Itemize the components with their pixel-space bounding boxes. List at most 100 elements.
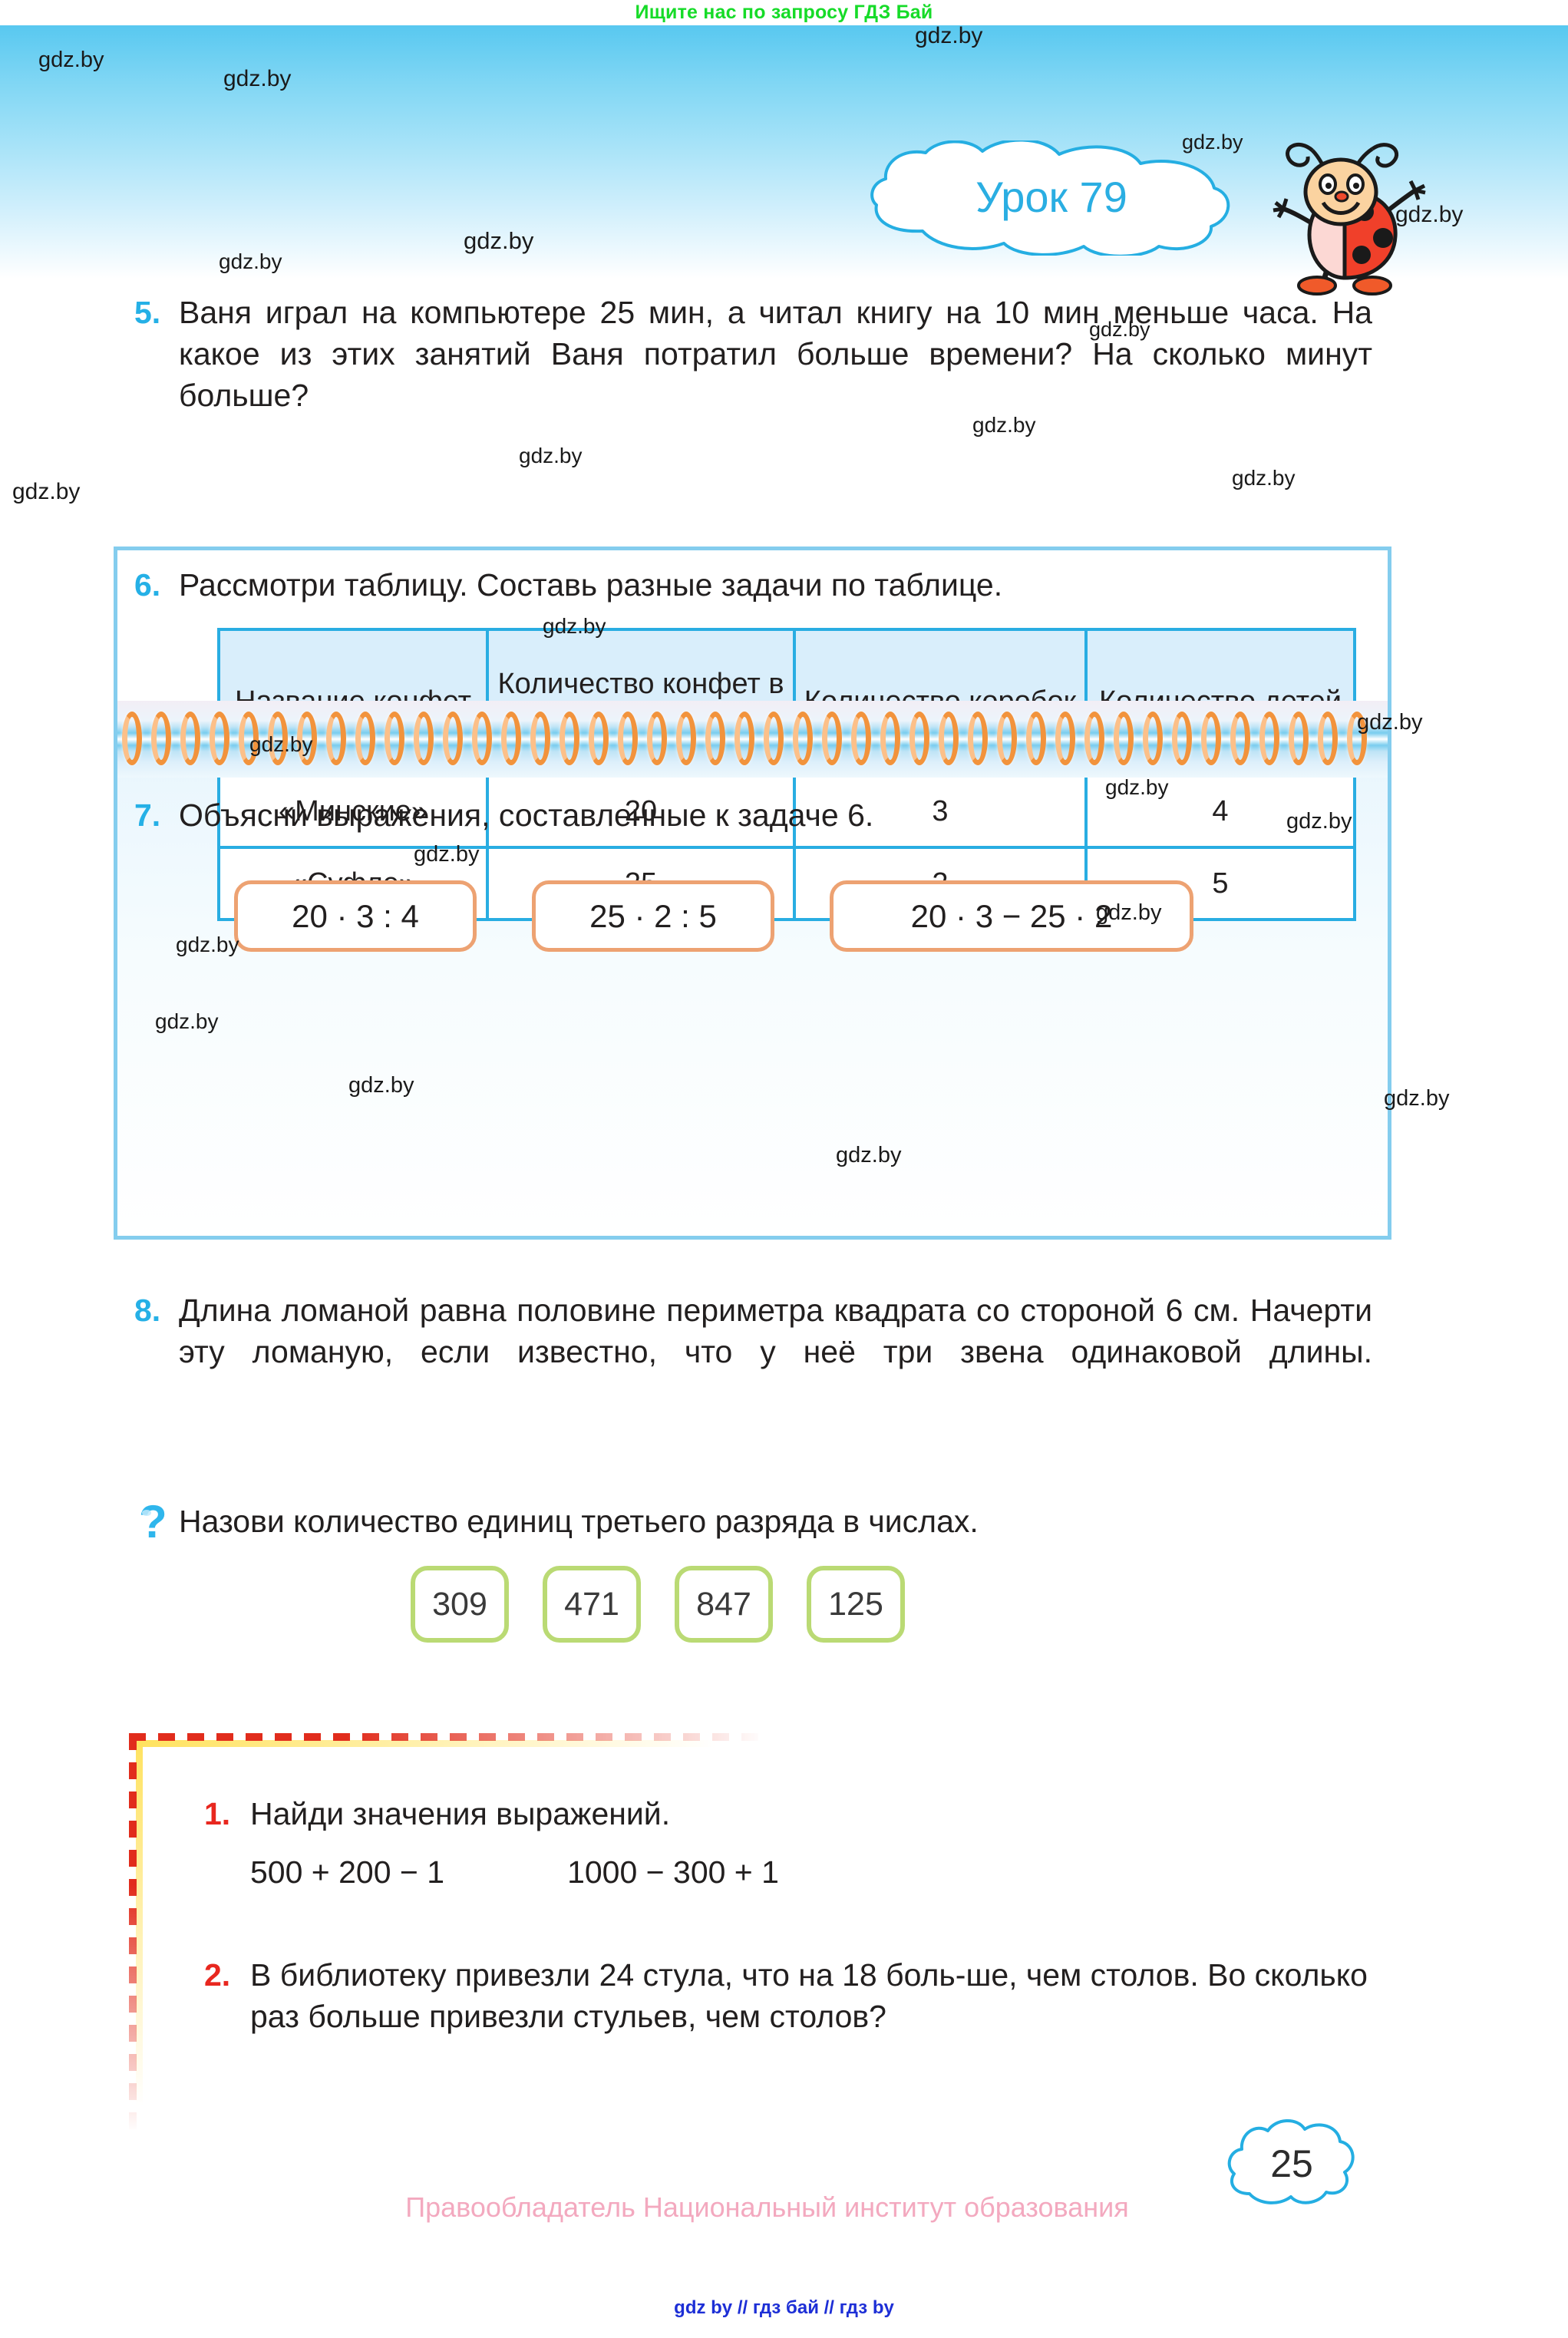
spiral-ring-icon bbox=[705, 712, 725, 765]
homework-expression: 1000 − 300 + 1 bbox=[567, 1854, 779, 1890]
exercise-7-number: 7. bbox=[134, 797, 161, 833]
footer-links[interactable]: gdz by // гдз бай // гдз by bbox=[674, 2297, 894, 2318]
lesson-title-text: Урок 79 bbox=[975, 172, 1127, 221]
homework-1-text: Найди значения выражений. bbox=[250, 1796, 671, 1831]
exercise-5-number: 5. bbox=[134, 295, 161, 330]
spiral-ring-icon bbox=[968, 712, 988, 765]
spiral-ring-icon bbox=[909, 712, 929, 765]
expression-box: 20 · 3 − 25 · 2 bbox=[830, 880, 1193, 952]
table-cell: 3 bbox=[793, 774, 1088, 849]
exercise-6-text: Рассмотри таблицу. Составь разные задачи… bbox=[179, 567, 1003, 603]
copyright-text: Правообладатель Национальный институт об… bbox=[405, 2191, 1129, 2223]
spiral-ring-icon bbox=[851, 712, 871, 765]
homework-dashed-border-top bbox=[129, 1733, 766, 1741]
exercise-5-text: Ваня играл на компьютере 25 мин, а читал… bbox=[179, 295, 1372, 414]
exercise-6-number: 6. bbox=[134, 567, 161, 603]
spiral-ring-icon bbox=[939, 712, 959, 765]
spiral-ring-icon bbox=[1259, 712, 1279, 765]
spiral-ring-icon bbox=[297, 712, 317, 765]
number-boxes: 309 471 847 125 bbox=[411, 1566, 905, 1643]
number-box: 309 bbox=[411, 1566, 509, 1643]
spiral-ring-icon bbox=[414, 712, 434, 765]
spiral-ring-icon bbox=[180, 712, 200, 765]
exercise-7: 7. Объясни выражения, составленные к зад… bbox=[134, 794, 1362, 836]
spiral-ring-icon bbox=[530, 712, 550, 765]
spiral-ring-icon bbox=[122, 712, 142, 765]
spiral-ring-icon bbox=[239, 712, 259, 765]
notepad-panel: 6. Рассмотри таблицу. Составь разные зад… bbox=[114, 547, 1391, 1240]
spiral-ring-icon bbox=[793, 712, 813, 765]
spiral-ring-icon bbox=[822, 712, 842, 765]
expression-box: 20 · 3 : 4 bbox=[234, 880, 477, 952]
homework-item-1: 1. Найди значения выражений. bbox=[204, 1793, 1401, 1834]
expression-box: 25 · 2 : 5 bbox=[532, 880, 774, 952]
spiral-ring-icon bbox=[647, 712, 667, 765]
promo-text: Ищите нас по запросу ГДЗ Бай bbox=[635, 2, 933, 23]
promo-bar: Ищите нас по запросу ГДЗ Бай bbox=[0, 0, 1568, 25]
spiral-ring-icon bbox=[1055, 712, 1075, 765]
exercise-6: 6. Рассмотри таблицу. Составь разные зад… bbox=[134, 564, 1362, 606]
watermark-text: gdz.by bbox=[12, 479, 81, 504]
question-task: ? Назови количество единиц третьего разр… bbox=[134, 1496, 1393, 1551]
ladybug-icon bbox=[1265, 132, 1449, 297]
table-row: «Минские» 20 3 4 bbox=[217, 774, 1356, 849]
spiral-ring-icon bbox=[997, 712, 1017, 765]
spiral-ring-icon bbox=[880, 712, 900, 765]
exercise-7-text: Объясни выражения, составленные к задаче… bbox=[179, 797, 874, 833]
homework-glow-left bbox=[136, 1738, 143, 2106]
spiral-ring-icon bbox=[676, 712, 696, 765]
spiral-ring-icon bbox=[1084, 712, 1104, 765]
number-box: 125 bbox=[807, 1566, 905, 1643]
spiral-ring-icon bbox=[385, 712, 404, 765]
lesson-title-cloud: Урок 79 bbox=[867, 138, 1236, 258]
question-mark-icon: ? bbox=[134, 1496, 179, 1551]
spiral-ring-icon bbox=[618, 712, 638, 765]
watermark-text: gdz.by bbox=[1232, 466, 1296, 490]
page-number-cloud: 25 bbox=[1226, 2118, 1357, 2214]
exercise-8: 8. Длина ломаной равна половине периметр… bbox=[134, 1290, 1393, 1414]
watermark-text: gdz.by bbox=[1384, 1086, 1450, 1111]
spiral-ring-icon bbox=[560, 712, 579, 765]
homework-expression: 500 + 200 − 1 bbox=[250, 1854, 445, 1890]
homework-1-number: 1. bbox=[204, 1796, 231, 1831]
homework-block: 1. Найди значения выражений. 500 + 200 −… bbox=[129, 1733, 1434, 2163]
spiral-ring-icon bbox=[443, 712, 463, 765]
spiral-ring-icon bbox=[1172, 712, 1192, 765]
question-task-text: Назови количество единиц третьего разряд… bbox=[179, 1504, 979, 1539]
spiral-ring-icon bbox=[1201, 712, 1221, 765]
table-cell: «Минские» bbox=[217, 774, 489, 849]
svg-text:?: ? bbox=[139, 1498, 167, 1547]
table-cell: 20 bbox=[486, 774, 796, 849]
spiral-ring-icon bbox=[210, 712, 229, 765]
spiral-binding-decoration bbox=[117, 701, 1388, 778]
spiral-ring-icon bbox=[1289, 712, 1309, 765]
spiral-ring-icon bbox=[326, 712, 346, 765]
spiral-ring-icon bbox=[1143, 712, 1163, 765]
spiral-ring-icon bbox=[1318, 712, 1338, 765]
expression-boxes: 20 · 3 : 4 25 · 2 : 5 20 · 3 − 25 · 2 bbox=[234, 880, 1193, 952]
number-box: 471 bbox=[543, 1566, 641, 1643]
spiral-ring-icon bbox=[355, 712, 375, 765]
homework-2-text: В библиотеку привезли 24 стула, что на 1… bbox=[250, 1957, 1368, 2035]
page-cloud-shape-icon bbox=[1227, 2118, 1355, 2204]
homework-glow-top bbox=[134, 1740, 717, 1747]
spiral-ring-icon bbox=[1026, 712, 1046, 765]
spiral-ring-icon bbox=[472, 712, 492, 765]
homework-2-number: 2. bbox=[204, 1957, 231, 1993]
spiral-ring-icon bbox=[151, 712, 171, 765]
homework-dashed-border-left bbox=[129, 1733, 137, 2132]
cloud-shape-icon bbox=[870, 138, 1230, 258]
exercise-8-text: Длина ломаной равна половине периметра к… bbox=[179, 1293, 1372, 1370]
spiral-ring-icon bbox=[734, 712, 754, 765]
page-number-text: 25 bbox=[1270, 2142, 1313, 2185]
sky-background bbox=[0, 25, 1568, 279]
spiral-ring-icon bbox=[268, 712, 288, 765]
exercise-5: 5. Ваня играл на компьютере 25 мин, а чи… bbox=[134, 292, 1393, 457]
spiral-ring-icon bbox=[1114, 712, 1134, 765]
homework-item-2: 2. В библиотеку привезли 24 стула, что н… bbox=[204, 1954, 1401, 2037]
spiral-ring-icon bbox=[589, 712, 609, 765]
spiral-ring-icon bbox=[764, 712, 784, 765]
spiral-ring-icon bbox=[1230, 712, 1250, 765]
homework-1-expressions: 500 + 200 − 1 1000 − 300 + 1 bbox=[250, 1854, 779, 1891]
